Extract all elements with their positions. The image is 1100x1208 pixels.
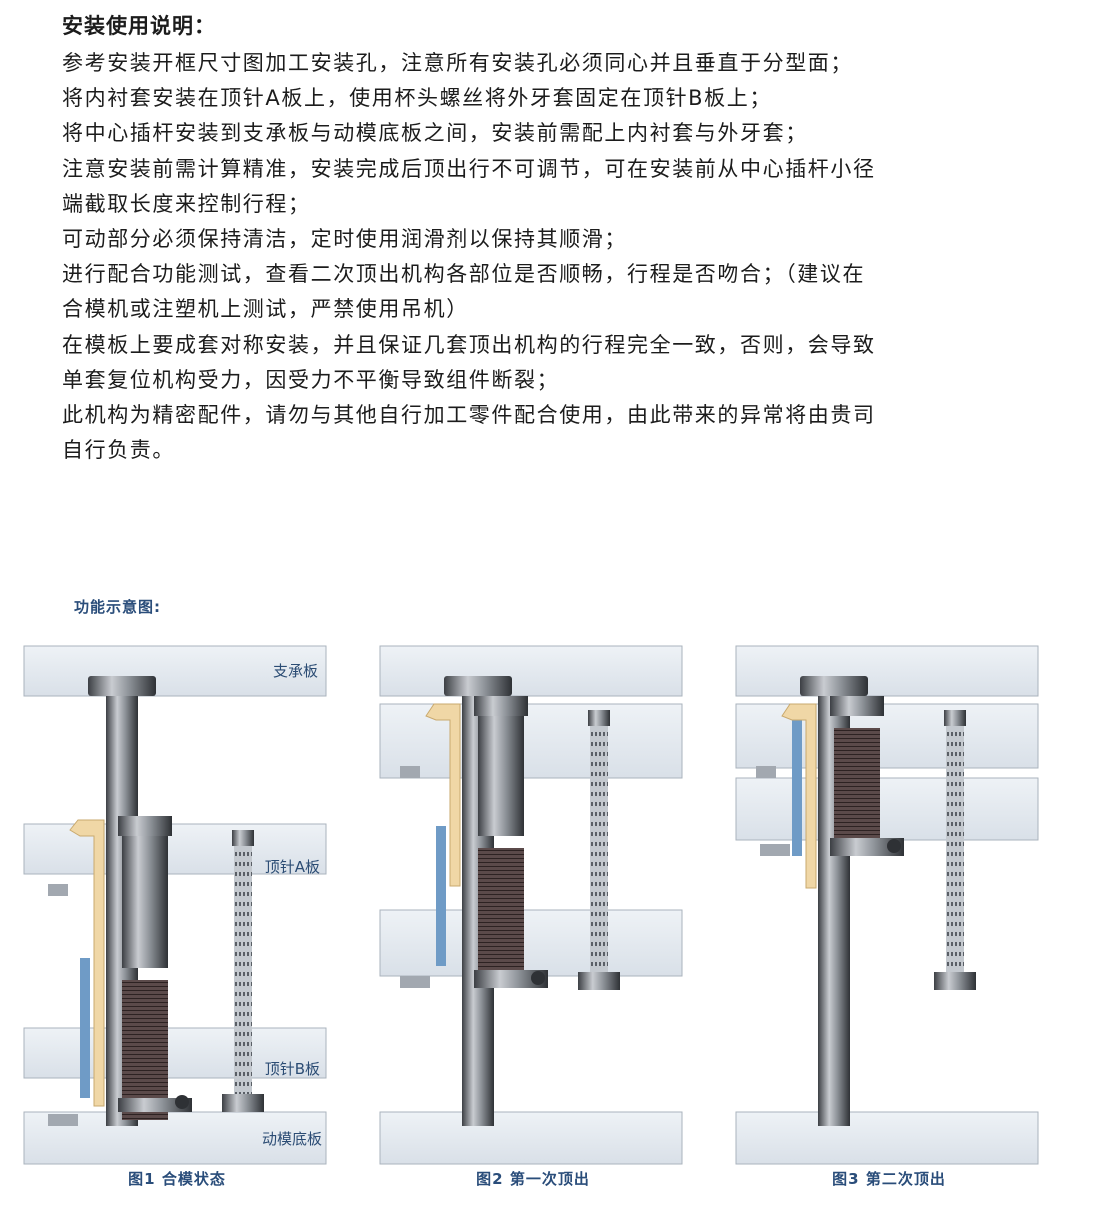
rod-head: [444, 676, 512, 696]
label-ejector-b-plate: 顶针B板: [265, 1060, 320, 1078]
instruction-line: 合模机或注塑机上测试，严禁使用吊机）: [62, 297, 469, 322]
label-ejector-a-plate: 顶针A板: [265, 858, 320, 876]
stop-block: [756, 766, 776, 778]
instruction-line: 进行配合功能测试，查看二次顶出机构各部位是否顺畅，行程是否吻合；（建议在: [62, 262, 866, 287]
rod-head: [800, 676, 868, 696]
ejector-pin-nut: [578, 972, 620, 990]
rod-base: [474, 970, 548, 988]
latch-hook: [69, 819, 105, 1107]
inner-sleeve: [478, 716, 524, 836]
ejector-b-plate: [379, 909, 683, 977]
label-bottom-plate: 动模底板: [262, 1130, 322, 1148]
ejector-pin-nut: [934, 972, 976, 990]
figure-2-first-ejection: [378, 640, 688, 1180]
blue-guide: [436, 826, 446, 966]
ejector-pin: [234, 846, 252, 1094]
instruction-line: 参考安装开框尺寸图加工安装孔，注意所有安装孔必须同心并且垂直于分型面；: [62, 51, 853, 75]
instruction-line: 注意安装前需计算精准，安装完成后顶出行不可调节，可在安装前从中心插杆小径: [62, 156, 876, 181]
instruction-line: 单套复位机构受力，因受力不平衡导致组件断裂；: [62, 367, 560, 392]
caption-figure-2: 图2 第一次顶出: [476, 1170, 590, 1188]
bottom-plate: [735, 1111, 1039, 1165]
ejector-pin: [590, 726, 608, 972]
blue-guide: [80, 958, 90, 1098]
support-plate: [735, 645, 1039, 697]
ejector-a-plate: [735, 703, 1039, 769]
rod-base: [118, 1098, 192, 1112]
ejector-pin-head: [588, 710, 610, 726]
ejector-b-plate: [735, 777, 1039, 841]
pin-end: [531, 971, 545, 985]
blue-guide: [792, 716, 802, 856]
support-plate: [23, 645, 327, 697]
instructions-title: 安装使用说明：: [62, 14, 216, 38]
ejector-b-plate: [23, 1027, 327, 1079]
rod-base: [830, 838, 904, 856]
ejector-a-plate: [379, 703, 683, 779]
inner-sleeve-collar: [830, 696, 884, 716]
instruction-line: 端截取长度来控制行程；: [62, 191, 311, 216]
stop-block: [48, 884, 68, 896]
rod-head: [88, 676, 156, 696]
label-support-plate: 支承板: [273, 662, 318, 680]
inner-sleeve-collar: [118, 816, 172, 836]
support-plate: [379, 645, 683, 697]
installation-instructions: 安装使用说明： 参考安装开框尺寸图加工安装孔，注意所有安装孔必须同心并且垂直于分…: [62, 10, 1042, 468]
stop-block: [760, 844, 790, 856]
outer-threaded-sleeve: [834, 728, 880, 838]
stop-block: [400, 766, 420, 778]
outer-threaded-sleeve: [478, 848, 524, 988]
instruction-line: 自行负责。: [62, 438, 175, 463]
instruction-line: 此机构为精密配件，请勿与其他自行加工零件配合使用，由此带来的异常将由贵司: [62, 403, 876, 428]
instruction-line: 将内衬套安装在顶针A板上，使用杯头螺丝将外牙套固定在顶针B板上；: [62, 86, 772, 111]
ejector-pin-head: [944, 710, 966, 726]
latch-hook: [425, 703, 461, 887]
ejector-pin: [946, 726, 964, 972]
pin-end: [887, 839, 901, 853]
instruction-line: 可动部分必须保持清洁，定时使用润滑剂以保持其顺滑；: [62, 227, 627, 252]
inner-sleeve: [122, 836, 168, 968]
ejector-pin-head: [232, 830, 254, 846]
instruction-line: 在模板上要成套对称安装，并且保证几套顶出机构的行程完全一致，否则，会导致: [62, 332, 876, 357]
caption-figure-1: 图1 合模状态: [128, 1170, 226, 1188]
inner-sleeve-collar: [474, 696, 528, 716]
figure-3-second-ejection: [734, 640, 1044, 1180]
pin-end: [175, 1095, 189, 1109]
ejector-pin-nut: [222, 1094, 264, 1112]
stop-block: [48, 1114, 78, 1126]
figure-1-closed-state: 支承板 顶针A板 顶针B板 动模底板: [22, 640, 332, 1180]
outer-threaded-sleeve: [122, 980, 168, 1120]
bottom-plate: [379, 1111, 683, 1165]
instruction-line: 将中心插杆安装到支承板与动模底板之间，安装前需配上内衬套与外牙套；: [62, 121, 808, 146]
caption-figure-3: 图3 第二次顶出: [832, 1170, 946, 1188]
latch-hook: [781, 703, 817, 889]
diagram-title: 功能示意图:: [74, 598, 161, 616]
stop-block: [400, 976, 430, 988]
